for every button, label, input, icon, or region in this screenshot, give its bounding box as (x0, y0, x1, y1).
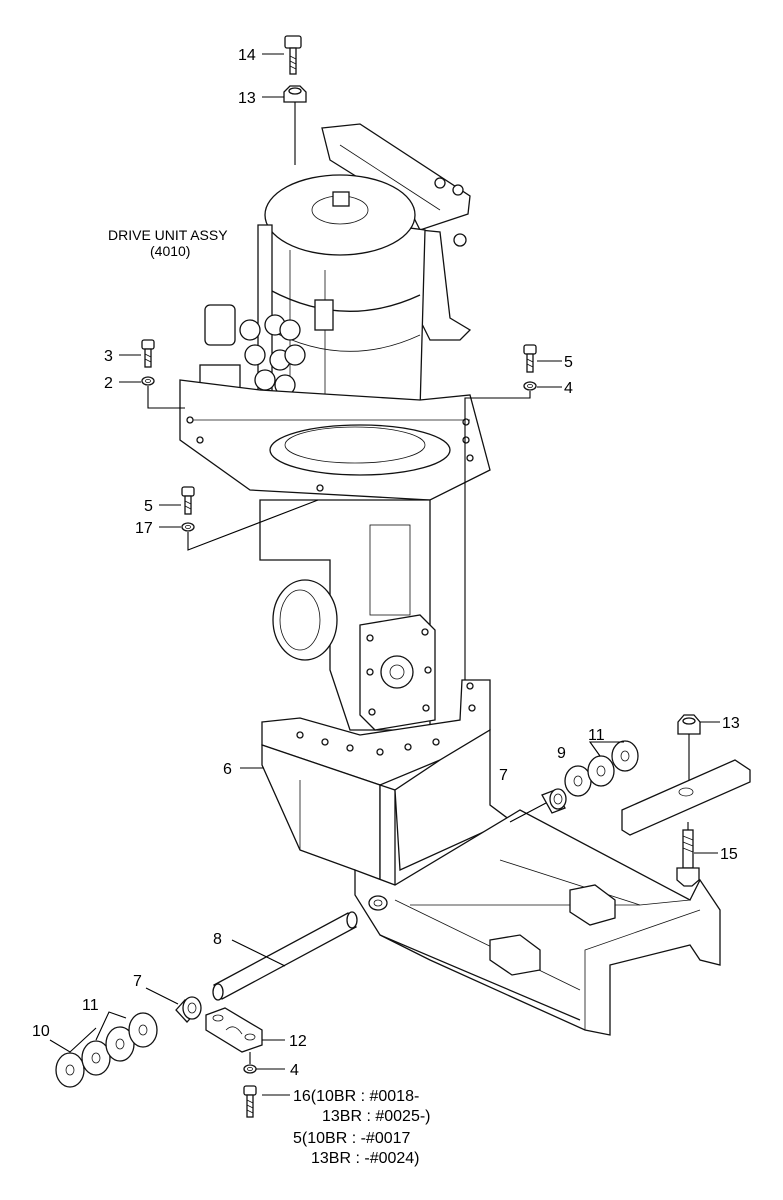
bolt-16 (243, 1085, 257, 1118)
note-line-4: 13BR : -#0024) (311, 1150, 420, 1167)
callout-11-right: 11 (588, 727, 605, 744)
callout-15: 15 (720, 846, 738, 863)
washer-4-right (523, 381, 537, 391)
bolt-3 (141, 339, 155, 368)
callout-6: 6 (223, 761, 232, 778)
bolt-5-right (523, 344, 537, 373)
leader-10 (49, 1027, 97, 1053)
drive-unit-assy (179, 123, 491, 731)
washer-17 (181, 522, 195, 532)
bolt-14 (284, 35, 302, 75)
bracket-12 (205, 1007, 263, 1053)
callout-10: 10 (32, 1023, 50, 1040)
callout-7-left: 7 (133, 973, 142, 990)
callout-4-bottom: 4 (290, 1062, 299, 1079)
note-line-3: 5(10BR : -#0017 (293, 1130, 411, 1147)
washer-2 (141, 376, 155, 386)
leader-7-right (509, 802, 547, 823)
nut-13-right (677, 714, 701, 735)
leader-4-right (464, 391, 531, 680)
callout-5-left: 5 (144, 498, 153, 515)
bolt-5-left (181, 486, 195, 515)
shim-10 (55, 1052, 85, 1088)
frame-6 (261, 679, 721, 1036)
bolt-15 (676, 829, 700, 887)
pin-8 (212, 911, 358, 1001)
assembly-ref: (4010) (150, 243, 190, 259)
callout-4-right: 4 (564, 380, 573, 397)
leader-17 (187, 499, 319, 551)
note-line-1: 16(10BR : #0018- (293, 1088, 419, 1105)
callout-8: 8 (213, 931, 222, 948)
shims-11-left (81, 1012, 158, 1076)
assembly-name: DRIVE UNIT ASSY (108, 227, 228, 243)
washer-4-bottom (243, 1064, 257, 1074)
leader-7-left (145, 987, 179, 1005)
callout-7-right: 7 (499, 767, 508, 784)
callout-14: 14 (238, 47, 256, 64)
callout-5-right: 5 (564, 354, 573, 371)
callout-13-right: 13 (722, 715, 740, 732)
bushing-7-right (541, 788, 567, 814)
nut-13-top (283, 85, 307, 103)
leader-2 (147, 386, 185, 409)
callout-2: 2 (104, 375, 113, 392)
leader-8 (231, 939, 286, 967)
shims-11-right (587, 740, 639, 787)
note-line-2: 13BR : #0025-) (322, 1108, 431, 1125)
leader-11-left (95, 1011, 127, 1041)
callout-17: 17 (135, 520, 153, 537)
callout-9: 9 (557, 745, 566, 762)
callout-12: 12 (289, 1033, 307, 1050)
bushing-7-left (175, 996, 202, 1023)
leader-11-right (588, 741, 624, 757)
callout-11-left: 11 (82, 997, 99, 1014)
shim-9 (564, 765, 592, 797)
callout-13-top: 13 (238, 90, 256, 107)
callout-3: 3 (104, 348, 113, 365)
clamp-plate (621, 759, 751, 836)
